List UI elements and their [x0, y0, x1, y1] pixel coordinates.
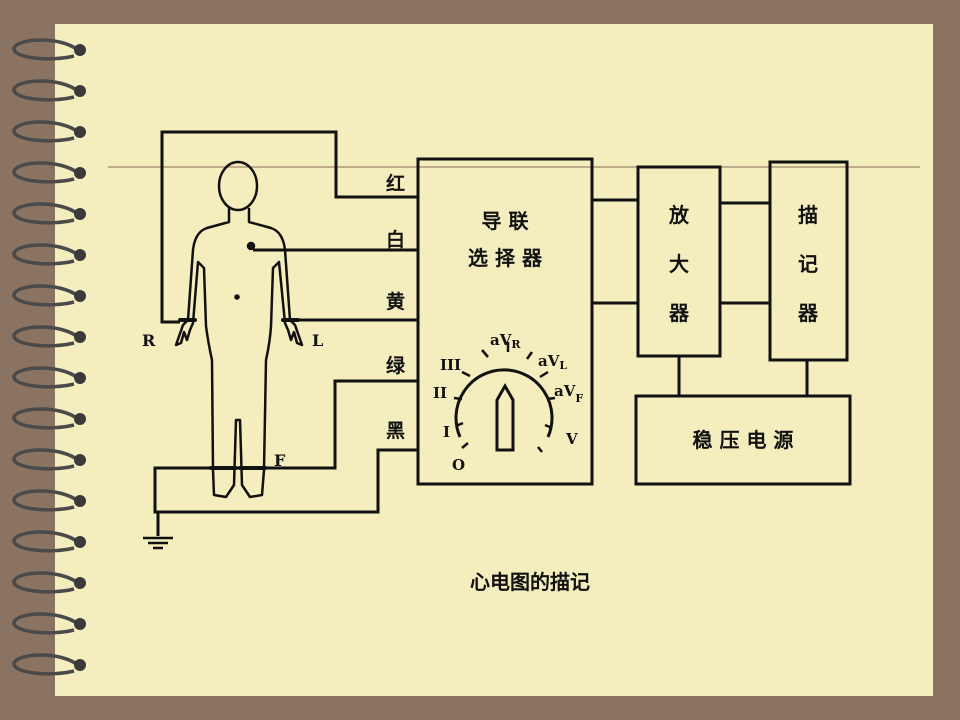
wire-label-black: 黑: [386, 420, 405, 442]
ground-symbol: [143, 536, 173, 550]
binding-ring: [12, 79, 86, 102]
binding-ring: [12, 612, 86, 635]
selector-title-line2: 选 择 器: [468, 246, 543, 270]
recorder-box: [768, 160, 849, 362]
wire-label-white: 白: [386, 228, 405, 251]
dial-label-avf: aVF: [554, 382, 583, 405]
figure-caption: 心电图的描记: [470, 570, 590, 594]
power-supply-box: [634, 394, 852, 486]
binding-ring: [12, 38, 86, 61]
dial-arc: [454, 368, 554, 438]
binding-ring: [12, 571, 86, 594]
amplifier-char-2: 大: [669, 252, 689, 276]
binding-ring: [12, 407, 86, 430]
wire-label-red: 红: [386, 172, 405, 195]
binding-ring: [12, 366, 86, 389]
binding-ring: [12, 202, 86, 225]
wire-green: [232, 379, 418, 470]
wire-label-yellow: 黄: [386, 290, 405, 313]
binding-ring: [12, 284, 86, 307]
dial-label-avr: aVR: [490, 331, 521, 351]
limb-label-f: F: [274, 451, 286, 470]
recorder-char-1: 描: [798, 203, 818, 227]
selector-title-line1: 导 联: [482, 209, 529, 233]
dial-label-v: V: [565, 430, 578, 448]
power-supply-label: 稳 压 电 源: [693, 428, 794, 452]
dial-pointer: [495, 382, 515, 452]
binding-ring: [12, 448, 86, 471]
binding-ring: [12, 489, 86, 512]
selector-dial: aVR aVL aVF III II I O V: [433, 331, 583, 474]
lead-selector-box: [416, 157, 594, 486]
wire-black: [153, 448, 418, 514]
dial-label-ii: II: [433, 384, 447, 402]
amplifier-char-1: 放: [668, 203, 690, 227]
dial-label-iii: III: [440, 356, 461, 374]
binding-ring: [12, 325, 86, 348]
dial-label-avl: aVL: [538, 352, 567, 372]
wires: [153, 130, 418, 536]
binding-ring: [12, 530, 86, 553]
dial-label-o: O: [452, 456, 465, 474]
recorder-char-3: 器: [797, 301, 819, 325]
dial-ticks: [453, 342, 556, 453]
binding-ring: [12, 653, 86, 676]
limb-label-l: L: [312, 331, 323, 350]
binding-ring: [12, 120, 86, 143]
human-figure: [174, 160, 304, 499]
amplifier-box: [636, 165, 722, 358]
wire-label-green: 绿: [386, 354, 406, 377]
amplifier-char-3: 器: [668, 301, 690, 325]
recorder-char-2: 记: [798, 252, 818, 276]
wire-red: [160, 130, 418, 324]
signal-lines: [592, 198, 809, 396]
dial-label-i: I: [443, 423, 450, 441]
limb-label-r: R: [142, 331, 156, 350]
binding-ring: [12, 243, 86, 266]
binding-ring: [12, 161, 86, 184]
